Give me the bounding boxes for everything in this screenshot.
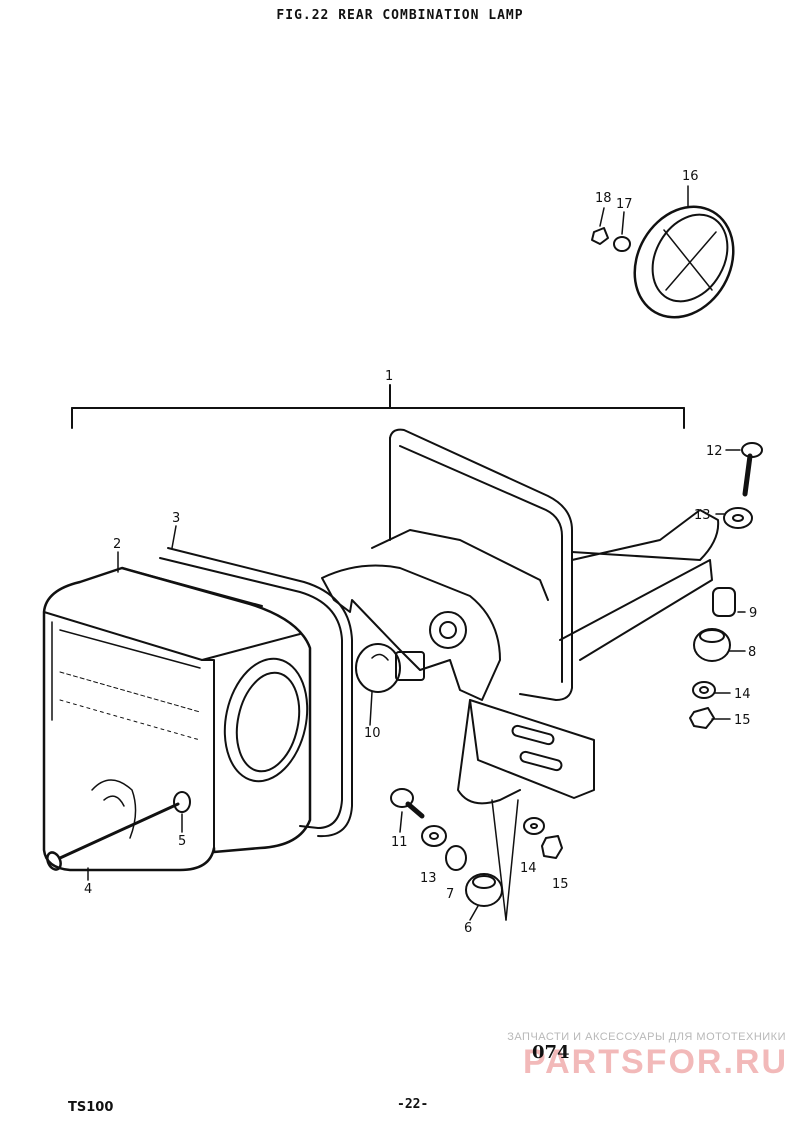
gasket-part — [159, 547, 353, 838]
callout-7: 7 — [446, 887, 454, 902]
callout-4: 4 — [84, 882, 92, 897]
callout-2: 2 — [113, 537, 121, 552]
page-number: -22- — [397, 1097, 429, 1112]
watermark-logo: PARTSFOR.RU — [522, 1043, 788, 1081]
collar-part — [445, 587, 736, 871]
callout-15-lower: 15 — [552, 877, 569, 892]
bolt-part — [741, 442, 763, 497]
callout-17: 17 — [616, 197, 633, 212]
assembly-bracket — [71, 384, 685, 429]
callout-3: 3 — [172, 511, 180, 526]
screw-part-11 — [390, 788, 425, 819]
nut-part — [173, 791, 191, 813]
model-label: TS100 — [68, 1100, 114, 1115]
reflector-part — [591, 205, 735, 319]
screw-part — [46, 802, 180, 871]
callout-5: 5 — [178, 834, 186, 849]
callout-15-upper: 15 — [734, 713, 751, 728]
callout-12: 12 — [706, 444, 723, 459]
watermark-tagline: ЗАПЧАСТИ И АКСЕССУАРЫ ДЛЯ МОТОТЕХНИКИ — [507, 1031, 786, 1043]
callout-18: 18 — [595, 191, 612, 206]
callout-11: 11 — [391, 835, 408, 850]
callout-6: 6 — [464, 921, 472, 936]
figure-title: FIG.22 REAR COMBINATION LAMP — [276, 8, 524, 23]
lamp-housing-part — [42, 566, 312, 872]
callout-16: 16 — [682, 169, 699, 184]
handwritten-code: 074 — [532, 1042, 570, 1063]
washer-part — [421, 507, 753, 847]
leader-lines — [87, 185, 746, 921]
callout-9: 9 — [749, 606, 757, 621]
callout-1: 1 — [385, 369, 393, 384]
license-bracket-part — [371, 428, 720, 805]
callout-labels: 1 2 3 4 5 6 7 8 9 10 11 12 13 13 14 14 1… — [84, 169, 757, 936]
callout-8: 8 — [748, 645, 756, 660]
callout-10: 10 — [364, 726, 381, 741]
callout-13-lower: 13 — [420, 871, 437, 886]
nut-part-15 — [541, 707, 715, 859]
callout-13-upper: 13 — [694, 508, 711, 523]
socket-plate-part — [321, 564, 501, 701]
callout-14-upper: 14 — [734, 687, 751, 702]
cushion-part — [465, 628, 731, 907]
callout-14-lower: 14 — [520, 861, 537, 876]
bulb-part — [355, 643, 425, 693]
